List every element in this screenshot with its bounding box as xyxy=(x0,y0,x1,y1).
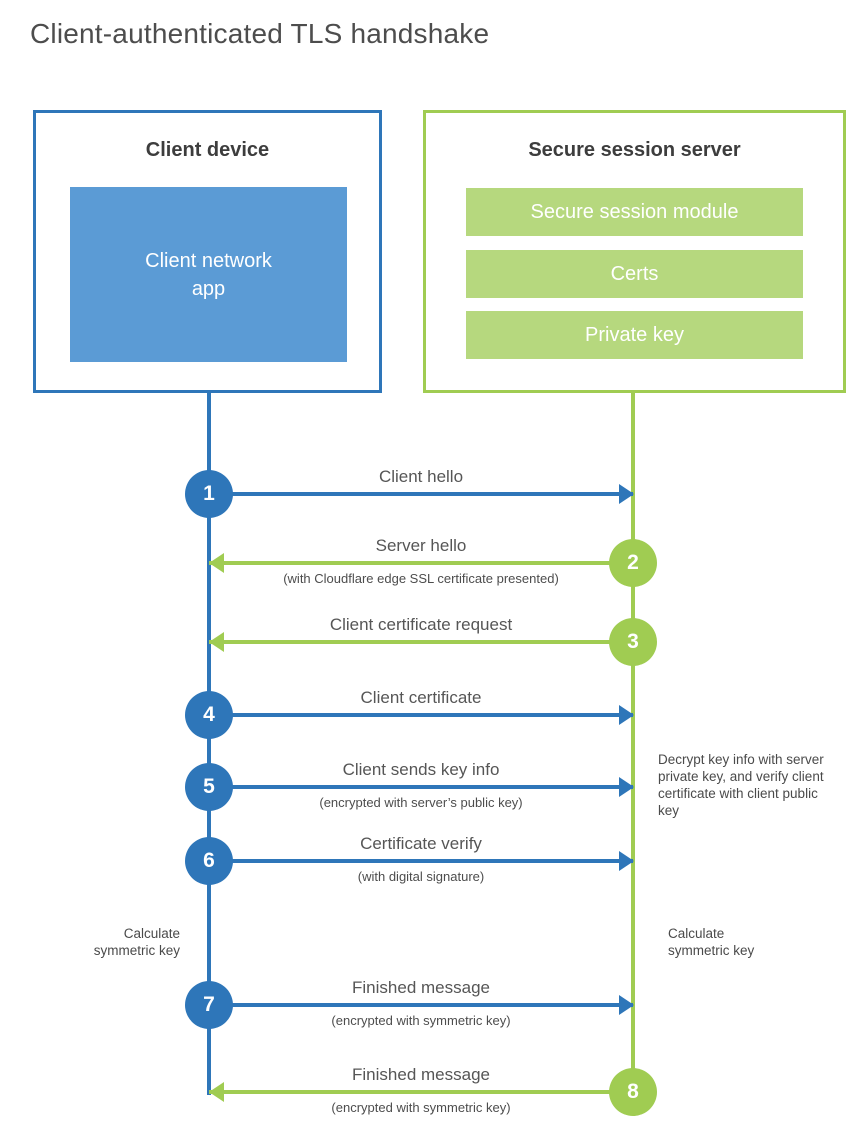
step-sublabel: (with digital signature) xyxy=(357,869,485,884)
client-device-box: Client device Client network app xyxy=(33,110,382,393)
step-label: Server hello xyxy=(375,536,467,555)
page-title: Client-authenticated TLS handshake xyxy=(30,18,490,49)
secure-session-server-title: Secure session server xyxy=(528,139,741,161)
step-label: Client certificate request xyxy=(329,615,513,634)
step-number-badge: 4 xyxy=(185,691,233,739)
step-sublabel: (encrypted with symmetric key) xyxy=(331,1013,511,1028)
arrow-shaft xyxy=(209,561,633,565)
arrow-right-icon xyxy=(619,995,634,1015)
arrow-right-icon xyxy=(619,484,634,504)
step-number-badge: 8 xyxy=(609,1068,657,1116)
client-calculate-symmetric-key-note: Calculate symmetric key xyxy=(93,926,180,959)
arrow-right-icon xyxy=(619,777,634,797)
step-number-badge: 5 xyxy=(185,763,233,811)
step-number-badge: 6 xyxy=(185,837,233,885)
client-device-title: Client device xyxy=(145,139,270,161)
arrow-right-icon xyxy=(619,851,634,871)
step-number-badge: 7 xyxy=(185,981,233,1029)
arrow-shaft xyxy=(209,785,633,789)
step-sublabel: (encrypted with server’s public key) xyxy=(319,795,523,810)
server-module-secure-session: Secure session module xyxy=(466,188,803,236)
step-number-badge: 1 xyxy=(185,470,233,518)
arrow-shaft xyxy=(209,1003,633,1007)
client-network-app-label: Client network app xyxy=(145,249,272,300)
step-label: Client sends key info xyxy=(342,760,500,779)
step-sublabel: (with Cloudflare edge SSL certificate pr… xyxy=(283,571,559,586)
arrow-shaft xyxy=(209,1090,633,1094)
arrow-shaft xyxy=(209,713,633,717)
arrow-left-icon xyxy=(209,632,224,652)
server-lifeline xyxy=(631,393,635,1092)
secure-session-server-box: Secure session server Secure session mod… xyxy=(423,110,846,393)
server-decrypt-note: Decrypt key info with server private key… xyxy=(658,752,824,819)
server-calculate-symmetric-key-note: Calculate symmetric key xyxy=(668,926,755,959)
step-label: Finished message xyxy=(352,978,490,997)
client-network-app-box: Client network app xyxy=(70,187,347,362)
arrow-left-icon xyxy=(209,1082,224,1102)
step-number-badge: 3 xyxy=(609,618,657,666)
client-lifeline xyxy=(207,393,211,1095)
arrow-right-icon xyxy=(619,705,634,725)
arrow-left-icon xyxy=(209,553,224,573)
step-label: Finished message xyxy=(352,1065,490,1084)
step-label: Client hello xyxy=(378,467,464,486)
step-label: Certificate verify xyxy=(360,834,482,853)
arrow-shaft xyxy=(209,640,633,644)
server-module-certs: Certs xyxy=(466,250,803,298)
step-number-badge: 2 xyxy=(609,539,657,587)
server-module-private-key: Private key xyxy=(466,311,803,359)
step-sublabel: (encrypted with symmetric key) xyxy=(331,1100,511,1115)
step-label: Client certificate xyxy=(360,688,482,707)
arrow-shaft xyxy=(209,859,633,863)
arrow-shaft xyxy=(209,492,633,496)
